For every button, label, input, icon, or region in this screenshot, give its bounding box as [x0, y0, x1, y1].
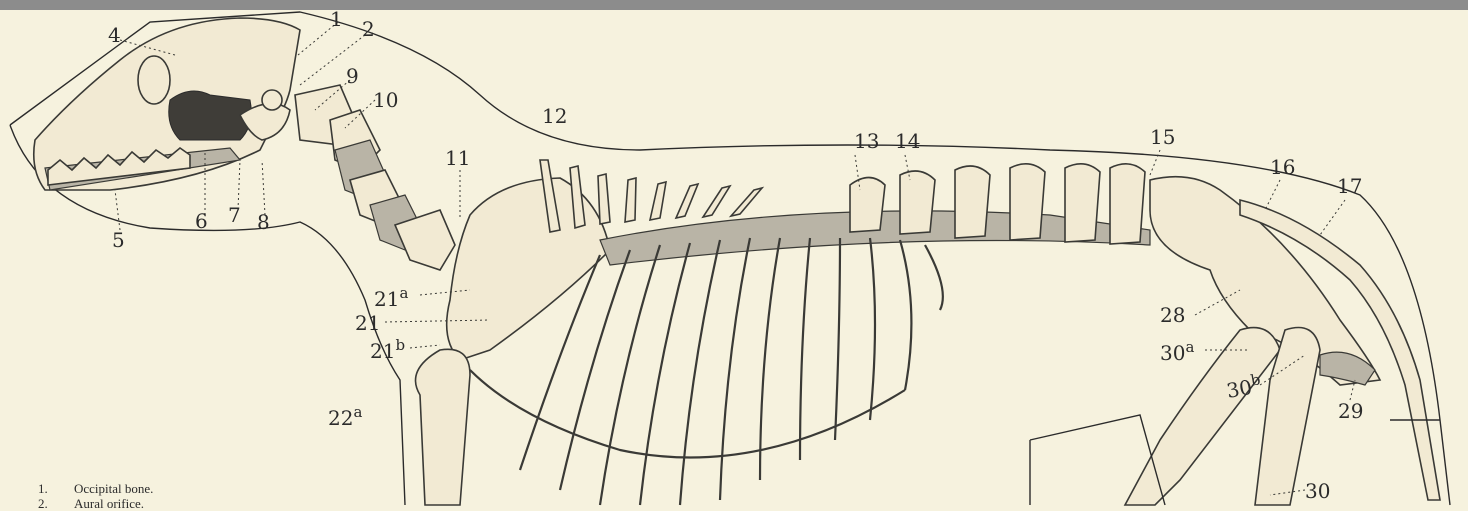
label-30a: 30a	[1160, 338, 1194, 365]
label-21a: 21a	[374, 284, 408, 311]
label-8: 8	[257, 210, 270, 234]
label-28: 28	[1160, 303, 1185, 327]
label-13: 13	[854, 129, 879, 153]
label-14: 14	[895, 129, 920, 153]
scapula	[447, 178, 610, 360]
label-1: 1	[330, 7, 343, 31]
label-11: 11	[445, 146, 470, 170]
label-7: 7	[228, 203, 241, 227]
label-21b: 21b	[370, 336, 405, 363]
thoracic-lumbar-spine	[540, 160, 1150, 265]
label-10: 10	[373, 88, 398, 112]
skull	[34, 18, 300, 190]
label-29: 29	[1338, 399, 1363, 423]
label-12: 12	[542, 104, 567, 128]
label-6: 6	[195, 209, 208, 233]
label-21: 21	[355, 311, 380, 335]
cervical-vertebrae	[295, 85, 455, 270]
label-17: 17	[1337, 174, 1362, 198]
label-15: 15	[1150, 125, 1175, 149]
limb-shadow-lines	[1030, 415, 1440, 505]
legend-item: 1.Occipital bone.	[38, 481, 153, 496]
label-9: 9	[346, 64, 359, 88]
label-4: 4	[108, 23, 121, 47]
label-30: 30	[1305, 479, 1330, 503]
legend-item: 2.Aural orifice.	[38, 496, 153, 511]
humerus	[416, 349, 471, 505]
legend: 1.Occipital bone. 2.Aural orifice.	[38, 481, 153, 511]
label-2: 2	[362, 17, 375, 41]
label-22a: 22a	[328, 403, 362, 430]
label-16: 16	[1270, 155, 1295, 179]
label-5: 5	[112, 228, 125, 252]
